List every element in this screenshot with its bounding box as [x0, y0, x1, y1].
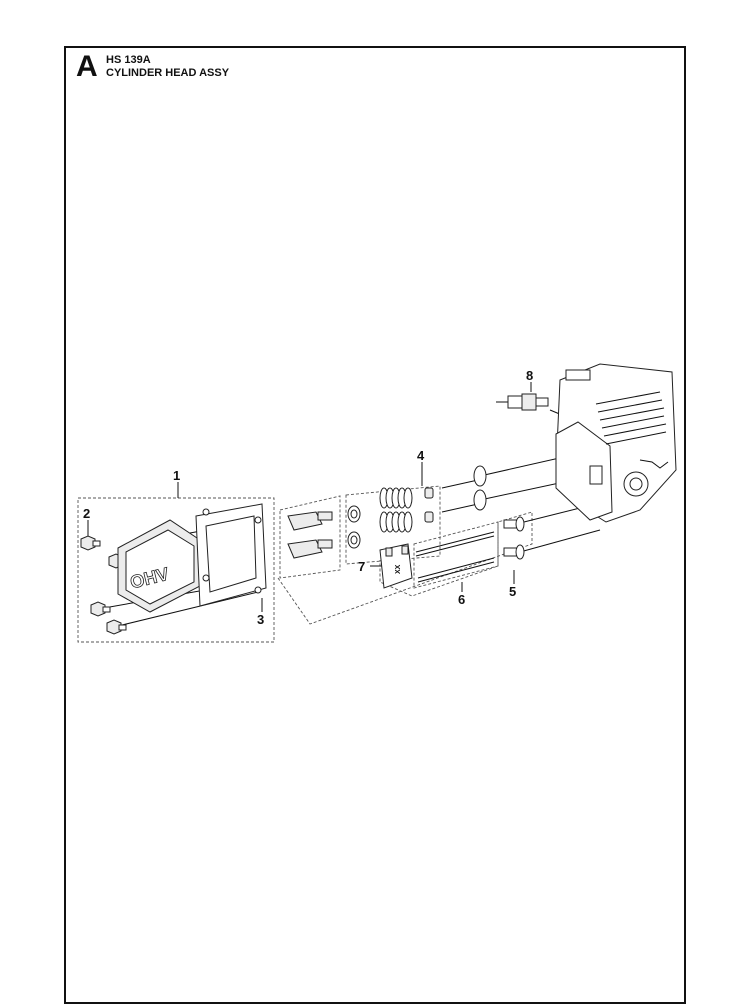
- model-number: HS 139A: [106, 54, 151, 66]
- section-letter: A: [76, 50, 98, 83]
- page-frame: [64, 46, 686, 1004]
- pushrod-group-outline: [413, 521, 499, 589]
- callout-3: 3: [257, 612, 264, 627]
- callout-7: 7: [358, 559, 365, 574]
- rocker-plate: XX: [379, 543, 413, 589]
- cooling-fins: [595, 391, 667, 445]
- spring-retainers: [347, 505, 361, 549]
- rocker-group-outline: [279, 495, 341, 579]
- engine-block: [555, 363, 677, 523]
- cylinder-head-cover: OHV: [117, 519, 201, 613]
- valves: [441, 465, 487, 513]
- rocker-plate-marking: XX: [395, 564, 402, 574]
- cover-gasket: [195, 503, 267, 607]
- callout-6: 6: [458, 592, 465, 607]
- callout-8: 8: [526, 368, 533, 383]
- callout-1: 1: [173, 468, 180, 483]
- lower-group-outline: [277, 511, 533, 625]
- rocker-arms: [287, 511, 333, 559]
- push-rods: [415, 531, 495, 583]
- spark-plug: [496, 393, 549, 411]
- callout-leaders: [87, 382, 532, 612]
- valve-springs: [379, 487, 434, 533]
- assembly-title: CYLINDER HEAD ASSY: [106, 67, 230, 79]
- bolt-icon: [106, 619, 127, 635]
- callout-2: 2: [83, 506, 90, 521]
- cover-group-outline: [77, 497, 275, 643]
- callout-4: 4: [417, 448, 425, 463]
- tappets: [503, 516, 525, 560]
- callout-5: 5: [509, 584, 516, 599]
- bolt-icon: [80, 535, 101, 551]
- bolt-icon: [90, 601, 111, 617]
